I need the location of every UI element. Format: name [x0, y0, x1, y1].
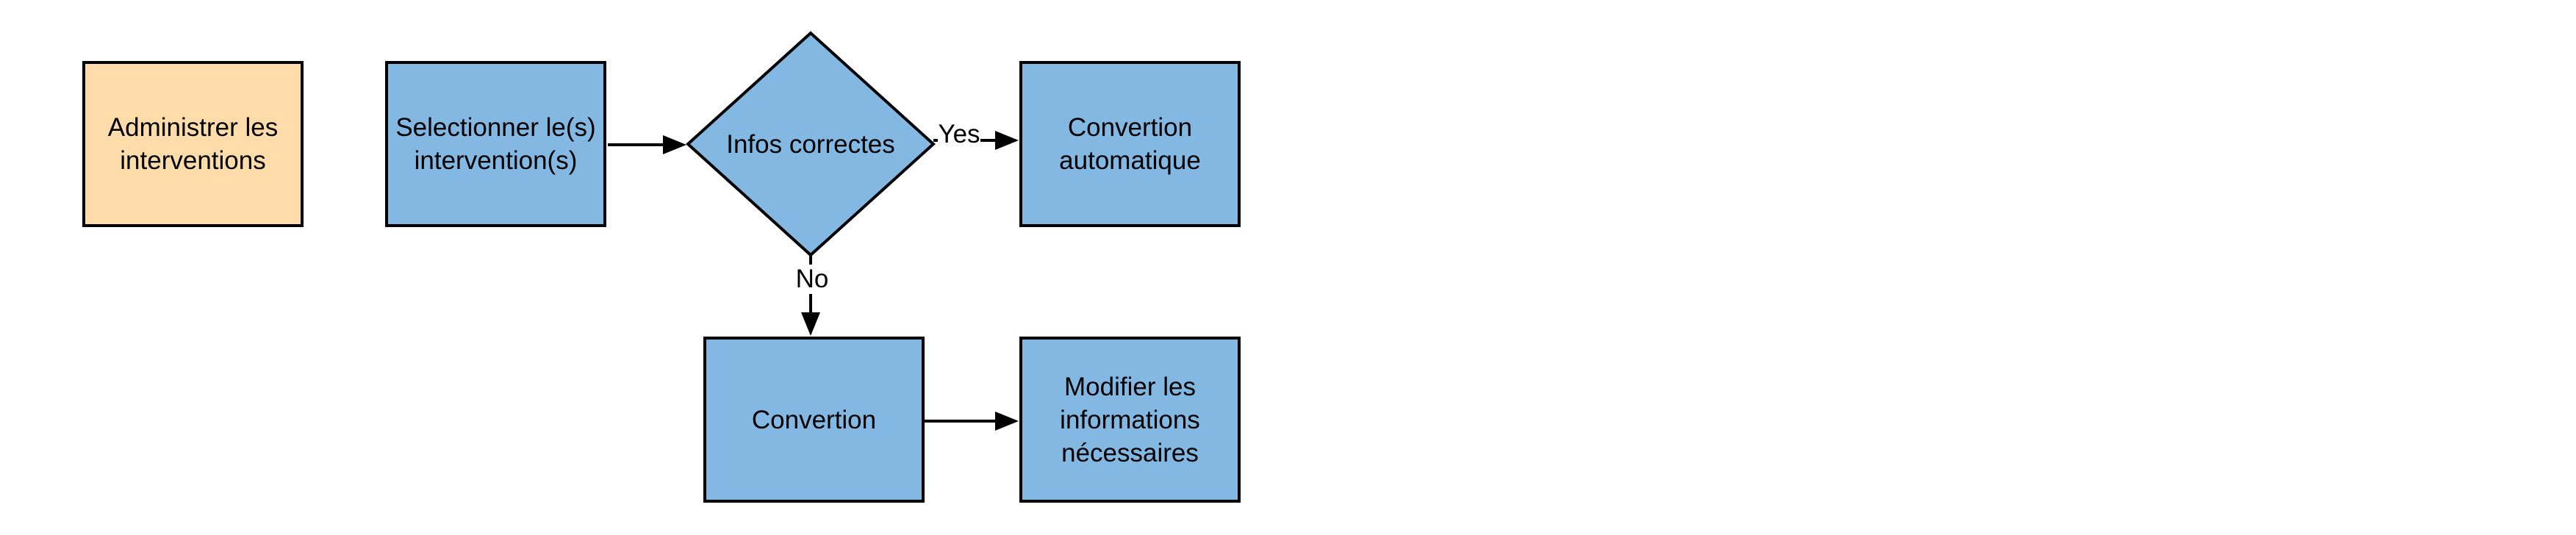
- node-label: Convertion automatique: [1059, 113, 1201, 175]
- node-administrer-les-interventions: Administrer les interventions: [82, 61, 304, 227]
- edge-label-text: No: [795, 265, 829, 293]
- arrowhead-right-icon: [995, 412, 1019, 431]
- node-modifier-informations: Modifier les informations nécessaires: [1019, 337, 1241, 503]
- arrowhead-right-icon: [995, 131, 1019, 150]
- arrowhead-right-icon: [663, 135, 686, 154]
- node-convertion: Convertion: [703, 337, 925, 503]
- node-label: Convertion: [751, 405, 877, 434]
- edge-label-no: No: [794, 265, 830, 294]
- decision-diamond-shape: [686, 31, 936, 257]
- edge-label-text: Yes: [938, 120, 980, 148]
- node-infos-correctes: Infos correctes: [688, 33, 933, 255]
- node-label: Modifier les informations nécessaires: [1060, 372, 1200, 467]
- arrowhead-down-icon: [801, 312, 820, 336]
- node-label: Selectionner le(s) intervention(s): [395, 113, 596, 175]
- node-label: Administrer les interventions: [107, 113, 279, 175]
- edge-label-yes: Yes: [938, 120, 980, 149]
- node-label: Infos correctes: [726, 129, 895, 159]
- node-selectionner-interventions: Selectionner le(s) intervention(s): [385, 61, 606, 227]
- node-convertion-automatique: Convertion automatique: [1019, 61, 1241, 227]
- edge-select-to-decision: [608, 135, 686, 154]
- edge-convert-to-modify: [925, 412, 1019, 431]
